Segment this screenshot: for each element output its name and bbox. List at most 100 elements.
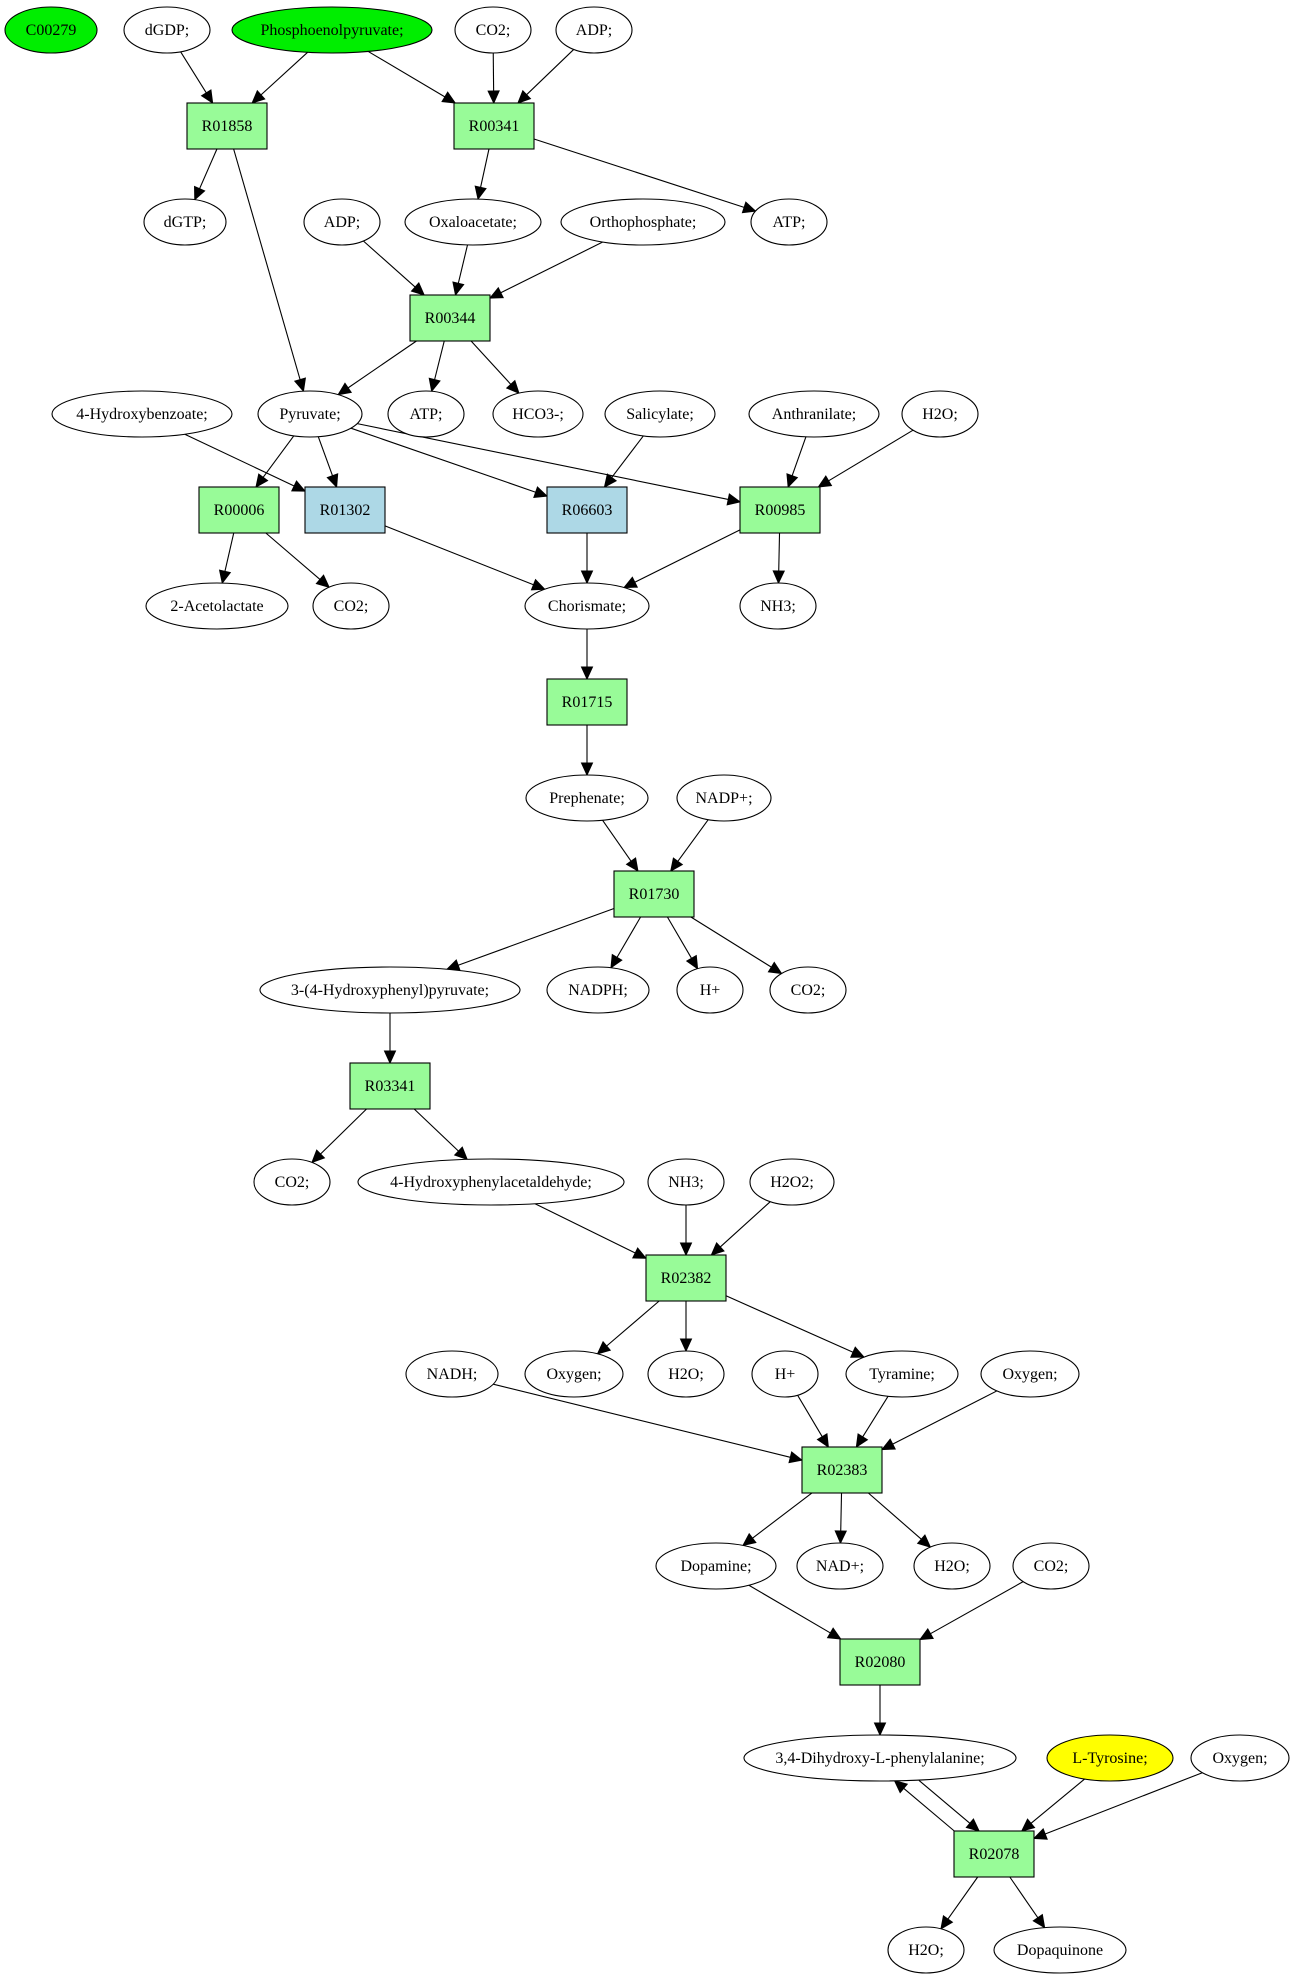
compound-node-hbz[interactable]: 4-Hydroxybenzoate; <box>51 390 233 438</box>
edge-arrowhead <box>603 473 618 488</box>
edge-arrowhead <box>670 857 684 872</box>
compound-node-co2e[interactable]: CO2; <box>1012 1542 1090 1590</box>
node-label: R06603 <box>562 502 613 519</box>
node-label: 2-Acetolactate <box>170 598 263 615</box>
compound-node-nadph[interactable]: NADPH; <box>546 966 650 1014</box>
reaction-node-r00341[interactable]: R00341 <box>453 102 535 150</box>
edge-arrowhead <box>741 201 757 214</box>
node-label: C00279 <box>26 22 77 39</box>
reaction-node-r01730[interactable]: R01730 <box>613 870 695 918</box>
node-label: R00344 <box>425 310 476 327</box>
compound-node-pep[interactable]: Phosphoenolpyruvate; <box>231 6 433 54</box>
node-label: ADP; <box>576 22 612 39</box>
compound-node-anthranilate[interactable]: Anthranilate; <box>748 390 880 438</box>
compound-node-co2d[interactable]: CO2; <box>253 1158 331 1206</box>
compound-node-nh3a[interactable]: NH3; <box>739 582 817 630</box>
edge-dopa-to-r02078 <box>918 1780 981 1832</box>
edge-line <box>457 244 469 284</box>
node-label: R02078 <box>969 1846 1020 1863</box>
compound-node-h2od[interactable]: H2O; <box>887 1926 965 1974</box>
edge-salicylate-to-r06603 <box>603 435 644 488</box>
reaction-node-r00006[interactable]: R00006 <box>198 486 280 534</box>
node-label: Orthophosphate; <box>590 214 697 231</box>
compound-node-oxygenc[interactable]: Oxygen; <box>1190 1734 1290 1782</box>
compound-node-hpa[interactable]: 4-Hydroxyphenylacetaldehyde; <box>357 1158 625 1206</box>
edge-arrowhead <box>873 1722 887 1737</box>
reaction-node-r02078[interactable]: R02078 <box>953 1830 1035 1878</box>
edge-line <box>199 148 218 189</box>
compound-node-dgdp[interactable]: dGDP; <box>123 6 211 54</box>
compound-node-nadp[interactable]: NADP+; <box>676 774 772 822</box>
compound-node-tyrosine[interactable]: L-Tyrosine; <box>1046 1734 1174 1782</box>
compound-node-oxaloacetate[interactable]: Oxaloacetate; <box>404 198 542 246</box>
edge-arrowhead <box>625 857 639 872</box>
compound-node-h2oc[interactable]: H2O; <box>913 1542 991 1590</box>
compound-node-adpb[interactable]: ADP; <box>303 198 381 246</box>
compound-ellipse <box>51 390 233 438</box>
compound-node-hplusb[interactable]: H+ <box>751 1350 819 1398</box>
compound-node-dgtp[interactable]: dGTP; <box>143 198 227 246</box>
reaction-node-r02080[interactable]: R02080 <box>839 1638 921 1686</box>
compound-node-hco3[interactable]: HCO3-; <box>492 390 584 438</box>
edge-line <box>947 1876 979 1920</box>
reaction-node-r02382[interactable]: R02382 <box>645 1254 727 1302</box>
compound-node-atpb[interactable]: ATP; <box>387 390 465 438</box>
compound-node-h2ob[interactable]: H2O; <box>647 1350 725 1398</box>
reaction-node-r02383[interactable]: R02383 <box>801 1446 883 1494</box>
compound-node-acetolactate[interactable]: 2-Acetolactate <box>145 582 289 630</box>
edge-r02383-to-dopamine <box>742 1492 813 1547</box>
edge-arrowhead <box>452 281 465 297</box>
compound-node-salicylate[interactable]: Salicylate; <box>604 390 716 438</box>
compound-node-dopamine[interactable]: Dopamine; <box>655 1542 777 1590</box>
compound-node-nh3b[interactable]: NH3; <box>647 1158 725 1206</box>
compound-node-nadh[interactable]: NADH; <box>405 1350 499 1398</box>
compound-node-oxygena[interactable]: Oxygen; <box>524 1350 624 1398</box>
compound-node-dopa[interactable]: 3,4-Dihydroxy-L-phenylalanine; <box>743 1734 1017 1782</box>
edge-pyruvate-to-r00006 <box>255 435 295 488</box>
node-label: NH3; <box>760 598 796 615</box>
edge-r00985-to-chorismate <box>622 529 741 589</box>
edge-arrowhead <box>505 379 520 395</box>
reaction-node-r06603[interactable]: R06603 <box>546 486 628 534</box>
compound-node-tyramine[interactable]: Tyramine; <box>845 1350 959 1398</box>
compound-node-chorismate[interactable]: Chorismate; <box>524 582 650 630</box>
edge-arrowhead <box>742 1532 757 1547</box>
compound-node-co2c[interactable]: CO2; <box>769 966 847 1014</box>
compound-ellipse <box>748 390 880 438</box>
compound-node-h2oa[interactable]: H2O; <box>901 390 979 438</box>
edge-hbz-to-r01302 <box>184 433 307 492</box>
node-label: Pyruvate; <box>279 406 340 423</box>
edge-r03341-to-hpa <box>413 1108 469 1161</box>
compound-node-co2b[interactable]: CO2; <box>312 582 390 630</box>
compound-node-atpa[interactable]: ATP; <box>750 198 828 246</box>
compound-node-prephenate[interactable]: Prephenate; <box>525 774 649 822</box>
reaction-node-r00985[interactable]: R00985 <box>739 486 821 534</box>
compound-ellipse <box>231 6 433 54</box>
compound-node-orthophosphate[interactable]: Orthophosphate; <box>560 198 726 246</box>
compound-ellipse <box>845 1350 959 1398</box>
edge-arrowhead <box>315 574 330 588</box>
compound-node-hpp[interactable]: 3-(4-Hydroxyphenyl)pyruvate; <box>259 966 521 1014</box>
reaction-node-r03341[interactable]: R03341 <box>349 1062 431 1110</box>
edge-arrowhead <box>679 1242 693 1257</box>
compound-node-pyruvate[interactable]: Pyruvate; <box>257 390 363 438</box>
compound-node-oxygenb[interactable]: Oxygen; <box>980 1350 1080 1398</box>
compound-node-adpa[interactable]: ADP; <box>555 6 633 54</box>
compound-node-co2a[interactable]: CO2; <box>454 6 532 54</box>
compound-node-c00279[interactable]: C00279 <box>4 6 98 54</box>
reaction-node-r01858[interactable]: R01858 <box>186 102 268 150</box>
compound-ellipse <box>387 390 465 438</box>
edge-line <box>347 340 417 389</box>
reaction-box <box>304 486 386 534</box>
edge-line <box>791 436 807 476</box>
reaction-node-r00344[interactable]: R00344 <box>409 294 491 342</box>
edge-h2oa-to-r00985 <box>817 429 914 488</box>
reaction-node-r01715[interactable]: R01715 <box>546 678 628 726</box>
compound-ellipse <box>1190 1734 1290 1782</box>
compound-node-h2o2[interactable]: H2O2; <box>749 1158 835 1206</box>
compound-node-hplus[interactable]: H+ <box>676 966 744 1014</box>
reaction-node-r01302[interactable]: R01302 <box>304 486 386 534</box>
compound-node-nad[interactable]: NAD+; <box>796 1542 884 1590</box>
node-label: Tyramine; <box>869 1366 935 1383</box>
compound-node-dopaquinone[interactable]: Dopaquinone <box>993 1926 1127 1974</box>
